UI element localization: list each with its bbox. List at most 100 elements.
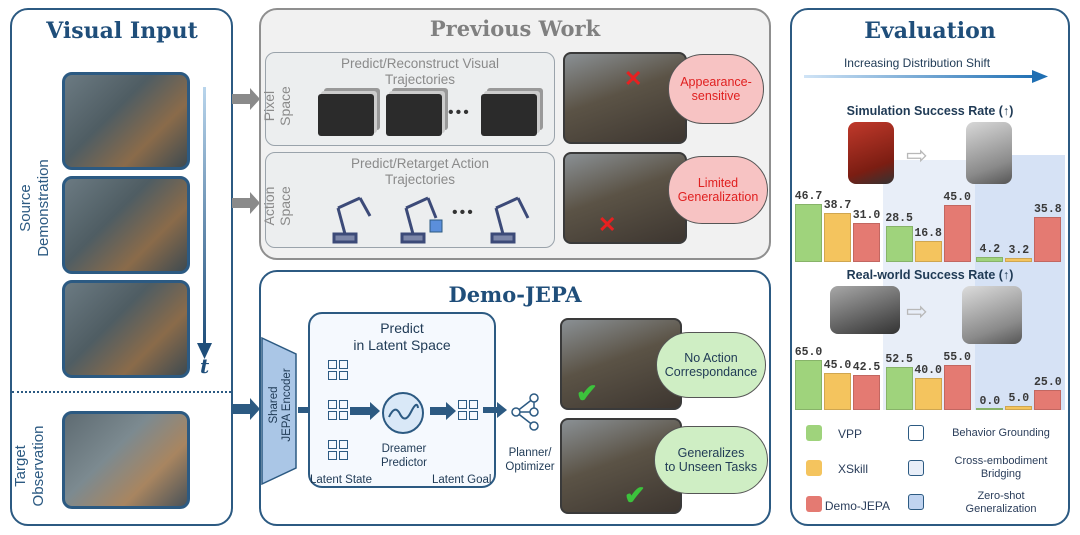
- bar-vpp-2: [976, 408, 1004, 410]
- distribution-shift-arrow: [804, 70, 1048, 83]
- robot-arm-icons: [332, 196, 530, 244]
- planner-label: Planner/ Optimizer: [505, 447, 555, 473]
- source-demonstration-label: Source Demonstration: [17, 159, 52, 257]
- sim-robot-image: [848, 122, 894, 184]
- bar-label-vpp-0: 65.0: [794, 346, 823, 359]
- pixel-ellipsis: •••: [448, 104, 471, 121]
- latent-state-icon-2: [328, 400, 348, 420]
- bar-label-xskill-1: 40.0: [914, 363, 942, 377]
- bar-label-xskill-1: 16.8: [914, 226, 942, 240]
- latent-goal-label: Latent Goal: [432, 474, 492, 486]
- real-bridge-arrow: ⇨: [906, 296, 928, 326]
- bar-vpp-1: [885, 367, 913, 410]
- bar-label-vpp-0: 46.7: [794, 190, 823, 203]
- legend-zero-swatch: [908, 494, 924, 510]
- bar-demojepa-2: [1034, 217, 1062, 262]
- bar-demojepa-1: [943, 205, 971, 262]
- sim-title: Simulation Success Rate (↑): [846, 104, 1014, 118]
- bar-xskill-0: [824, 373, 851, 410]
- dreamer-predictor-icon: [382, 392, 424, 434]
- bar-xskill-0: [824, 213, 851, 262]
- legend-behavior: Behavior Grounding: [952, 427, 1050, 439]
- bar-label-vpp-2: 0.0: [979, 395, 1001, 408]
- bar-label-demojepa-2: 35.8: [1034, 203, 1062, 217]
- bar-vpp-2: [976, 256, 1004, 262]
- pixel-frames-2: [386, 94, 442, 136]
- limited-generalization-cloud: Limited Generalization: [668, 156, 768, 224]
- bar-label-demojepa-2: 25.0: [1034, 375, 1062, 389]
- action-caption: Predict/Retarget Action Trajectories: [350, 156, 490, 187]
- no-action-correspondance-cloud: No Action Correspondance: [656, 332, 766, 398]
- real-title: Real-world Success Rate (↑): [846, 268, 1014, 282]
- bar-label-xskill-0: 45.0: [823, 359, 852, 373]
- bar-vpp-1: [885, 226, 913, 262]
- bar-label-demojepa-1: 45.0: [943, 191, 971, 205]
- legend-vpp-swatch: [806, 425, 822, 441]
- legend-demojepa: Demo-JEPA: [824, 499, 890, 513]
- legend-cross: Cross-embodiment Bridging: [954, 455, 1048, 480]
- shade-column-3: [975, 155, 1065, 410]
- generalizes-cloud: Generalizes to Unseen Tasks: [654, 426, 768, 494]
- legend-vpp: VPP: [838, 427, 863, 441]
- bar-label-vpp-2: 4.2: [979, 242, 1001, 256]
- cross-icon-1: ✕: [624, 66, 643, 91]
- jepa-encoder: [261, 336, 297, 486]
- bar-xskill-1: [914, 377, 942, 410]
- legend-behavior-swatch: [908, 425, 924, 441]
- predict-box-title: Predict in Latent Space: [353, 320, 451, 353]
- bar-label-xskill-2: 5.0: [1008, 391, 1030, 405]
- demo-jepa-title: Demo-JEPA: [448, 282, 582, 307]
- source-frame-2: [62, 176, 190, 274]
- predictor-arrows: [350, 402, 456, 420]
- dreamer-predictor-label: Dreamer Predictor: [380, 443, 428, 469]
- action-ellipsis: •••: [452, 204, 475, 221]
- appearance-sensitive-cloud: Appearance- sensitive: [668, 54, 764, 124]
- bar-label-xskill-0: 38.7: [823, 199, 852, 213]
- divider: [12, 391, 231, 393]
- bar-label-demojepa-0: 42.5: [852, 361, 881, 375]
- evaluation-title: Evaluation: [864, 18, 996, 44]
- bar-label-vpp-1: 52.5: [885, 353, 913, 367]
- sim-robot-image-2: [966, 122, 1012, 184]
- source-frame-1: [62, 72, 190, 170]
- arrows-left: [232, 88, 260, 420]
- distribution-shift-label: Increasing Distribution Shift: [843, 56, 991, 70]
- legend-zero: Zero-shot Generalization: [965, 490, 1037, 515]
- bar-vpp-0: [795, 360, 822, 410]
- bar-label-xskill-2: 3.2: [1008, 243, 1030, 257]
- real-robot-image-2: [962, 286, 1022, 344]
- previous-work-title: Previous Work: [429, 16, 601, 41]
- real-robot-image: [830, 286, 900, 334]
- legend-xskill: XSkill: [838, 462, 869, 476]
- check-icon-2: ✔: [624, 480, 646, 510]
- bar-demojepa-2: [1034, 389, 1062, 410]
- planner-arrow: [483, 402, 507, 418]
- bar-xskill-2: [1005, 405, 1033, 410]
- latent-goal-icon: [458, 400, 478, 420]
- bar-demojepa-0: [853, 375, 880, 410]
- action-space-label: Action Space: [261, 186, 293, 226]
- target-observation-label: Target Observation: [12, 425, 47, 507]
- action-space-box: [265, 152, 555, 248]
- time-label: t: [200, 354, 210, 378]
- pixel-frames-1: [318, 94, 374, 136]
- bar-label-demojepa-1: 55.0: [943, 351, 971, 365]
- bar-xskill-1: [914, 240, 942, 262]
- bar-demojepa-0: [853, 223, 880, 262]
- bar-demojepa-1: [943, 365, 971, 410]
- legend-xskill-swatch: [806, 460, 822, 476]
- bar-label-vpp-1: 28.5: [885, 212, 913, 226]
- check-icon-1: ✔: [576, 378, 598, 408]
- target-frame: [62, 411, 190, 509]
- latent-state-label: Latent State: [310, 474, 373, 486]
- pixel-frames-3: [481, 94, 537, 136]
- legend-demojepa-swatch: [806, 496, 822, 512]
- planner-network-icon: [511, 393, 539, 431]
- bar-vpp-0: [795, 204, 822, 262]
- bar-label-demojepa-0: 31.0: [852, 209, 881, 223]
- jepa-encoder-label: Shared JEPA Encoder: [268, 368, 293, 442]
- latent-state-icon-1: [328, 360, 348, 380]
- sim-bridge-arrow: ⇨: [906, 140, 928, 170]
